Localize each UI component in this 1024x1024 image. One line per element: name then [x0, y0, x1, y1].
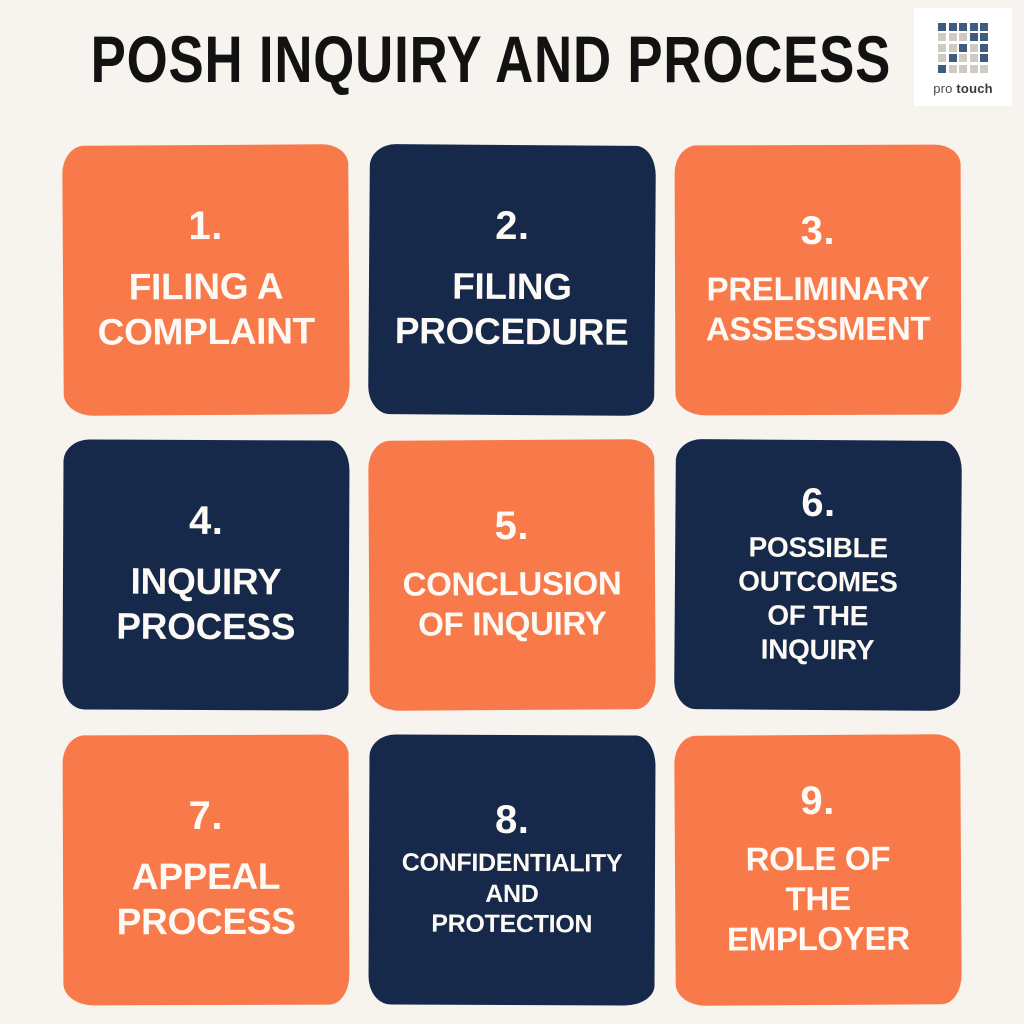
- logo-word-pro: pro: [933, 80, 957, 96]
- step-number: 8.: [494, 798, 530, 843]
- step-number: 7.: [188, 793, 224, 838]
- step-title: ROLE OF THE EMPLOYER: [726, 839, 910, 958]
- logo-cell-2-1: [948, 43, 957, 52]
- logo-cell-2-3: [969, 43, 978, 52]
- step-title: FILING PROCEDURE: [394, 265, 629, 353]
- step-title: FILING A COMPLAINT: [97, 265, 316, 353]
- step-card-3[interactable]: 3. PRELIMINARY ASSESSMENT: [674, 144, 962, 416]
- step-number: 1.: [188, 203, 223, 248]
- logo-cell-3-0: [938, 54, 946, 62]
- logo-wordmark: pro touch: [933, 81, 993, 96]
- logo-cell-1-2: [959, 33, 967, 41]
- step-title: PRELIMINARY ASSESSMENT: [705, 269, 931, 348]
- step-card-6[interactable]: 6. POSSIBLE OUTCOMES OF THE INQUIRY: [674, 439, 962, 711]
- logo-cell-4-1: [948, 64, 957, 73]
- logo-cell-1-1: [948, 33, 957, 41]
- step-card-5[interactable]: 5. CONCLUSION OF INQUIRY: [368, 439, 656, 711]
- logo-cell-1-0: [938, 33, 946, 41]
- process-steps-grid: 1. FILING A COMPLAINT 2. FILING PROCEDURE 3.…: [0, 144, 1024, 1024]
- step-number: 2.: [495, 203, 530, 248]
- step-number: 4.: [188, 498, 224, 543]
- step-card-8[interactable]: 8. CONFIDENTIALITY AND PROTECTION: [368, 734, 656, 1006]
- step-number: 9.: [800, 778, 835, 823]
- brand-logo: pro touch: [914, 8, 1012, 106]
- logo-cell-2-4: [980, 43, 988, 52]
- step-card-2[interactable]: 2. FILING PROCEDURE: [368, 144, 656, 416]
- logo-grid-icon: [938, 22, 988, 73]
- logo-cell-4-0: [938, 64, 946, 73]
- logo-cell-0-3: [969, 22, 978, 31]
- step-number: 6.: [801, 480, 836, 525]
- step-number: 3.: [800, 208, 836, 253]
- step-card-7[interactable]: 7. APPEAL PROCESS: [62, 734, 350, 1006]
- logo-cell-4-2: [959, 64, 967, 73]
- logo-cell-0-4: [980, 22, 988, 31]
- logo-cell-0-1: [948, 22, 957, 31]
- logo-cell-3-2: [959, 54, 967, 62]
- logo-cell-0-0: [938, 22, 946, 31]
- page-title: POSH INQUIRY AND PROCESS: [90, 22, 892, 96]
- logo-cell-3-1: [948, 54, 957, 62]
- logo-cell-4-4: [980, 64, 988, 73]
- logo-cell-4-3: [969, 64, 978, 73]
- step-title: CONCLUSION OF INQUIRY: [402, 564, 622, 643]
- step-card-4[interactable]: 4. INQUIRY PROCESS: [62, 439, 350, 711]
- step-title: POSSIBLE OUTCOMES OF THE INQUIRY: [738, 531, 898, 666]
- logo-cell-3-4: [980, 54, 988, 62]
- step-card-1[interactable]: 1. FILING A COMPLAINT: [62, 144, 350, 416]
- logo-cell-2-2: [959, 43, 967, 52]
- logo-cell-1-4: [980, 33, 988, 41]
- logo-cell-1-3: [969, 33, 978, 41]
- step-title: APPEAL PROCESS: [116, 855, 296, 943]
- step-number: 5.: [494, 503, 530, 548]
- logo-word-touch: touch: [956, 80, 993, 96]
- step-card-9[interactable]: 9. ROLE OF THE EMPLOYER: [674, 734, 962, 1006]
- step-title: CONFIDENTIALITY AND PROTECTION: [401, 848, 623, 939]
- logo-cell-2-0: [938, 43, 946, 52]
- logo-cell-0-2: [959, 22, 967, 31]
- step-title: INQUIRY PROCESS: [116, 560, 296, 648]
- page-header: POSH INQUIRY AND PROCESS pro touch: [0, 0, 1024, 130]
- logo-cell-3-3: [969, 54, 978, 62]
